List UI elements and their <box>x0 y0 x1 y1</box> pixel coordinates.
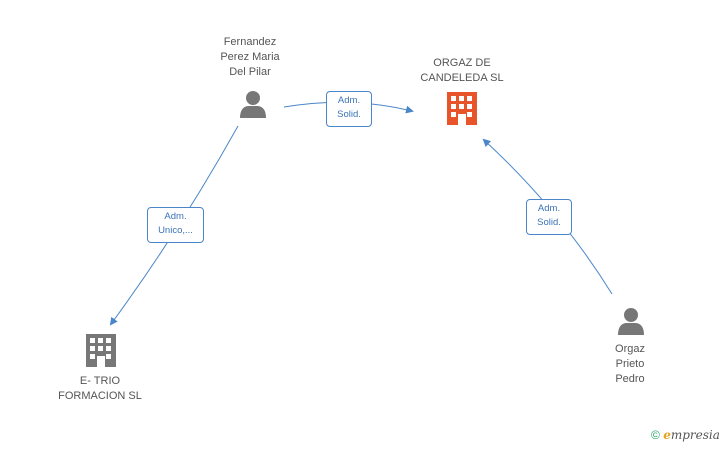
building-icon[interactable] <box>86 334 116 367</box>
node-label-orgaz-prieto[interactable]: Orgaz Prieto Pedro <box>615 343 645 385</box>
edge-label-adm-solid-2[interactable]: Adm. Solid. <box>526 199 572 235</box>
edge-label-adm-unico[interactable]: Adm. Unico,... <box>147 207 204 243</box>
brand-name: mpresia <box>670 428 720 442</box>
node-label-fernandez[interactable]: Fernandez Perez Maria Del Pilar <box>220 36 280 78</box>
brand-logo: © empresia <box>651 428 720 442</box>
edge-label-adm-solid-1[interactable]: Adm. Solid. <box>326 91 372 127</box>
node-label-etrio[interactable]: E- TRIO FORMACION SL <box>58 375 142 402</box>
brand-e-mark: e <box>663 428 671 442</box>
node-label-orgaz-candeleda[interactable]: ORGAZ DE CANDELEDA SL <box>420 57 504 84</box>
copyright-icon: © <box>651 428 660 442</box>
building-icon[interactable] <box>447 92 477 125</box>
person-icon[interactable] <box>240 91 266 118</box>
person-icon[interactable] <box>618 308 644 335</box>
